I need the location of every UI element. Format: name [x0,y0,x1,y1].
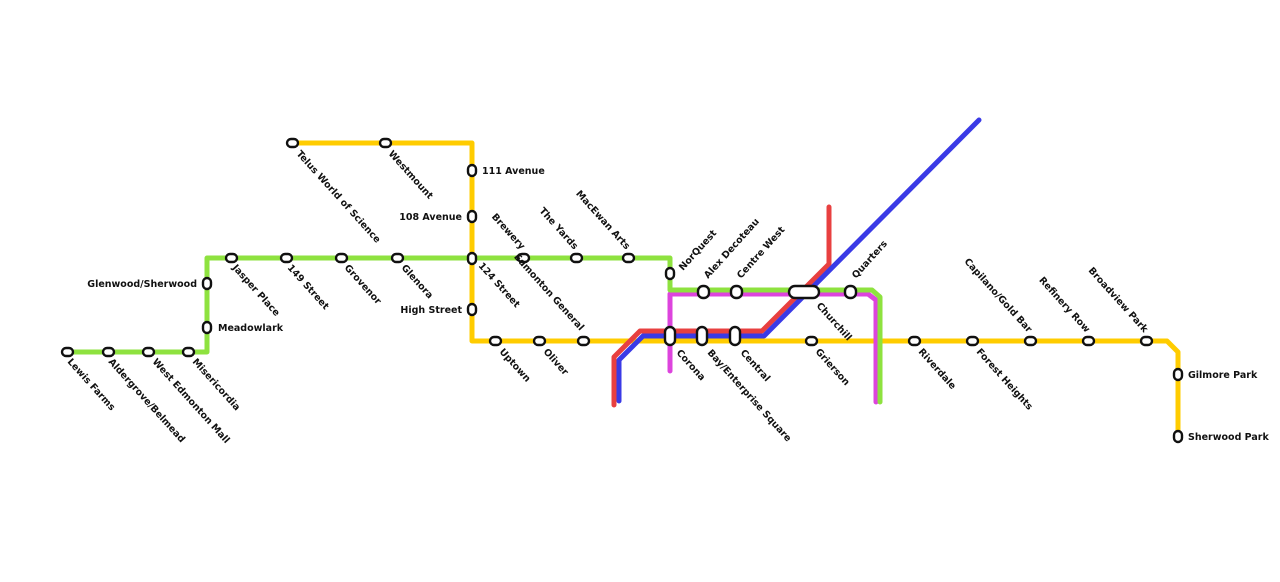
station-label-sherwood-park: Sherwood Park [1188,432,1269,443]
station-churchill[interactable] [787,284,821,300]
station-lewis-farms[interactable] [60,346,75,358]
station-label-corona: Corona [674,348,708,384]
station-label-meadowlark: Meadowlark [218,323,284,334]
station-label-high-street: High Street [400,305,462,316]
station-quarters[interactable] [843,284,858,300]
station-oliver[interactable] [532,335,547,347]
station-label-capilano-gold-bar: Capilano/Gold Bar [962,256,1035,335]
station-label-telus-world-of-science: Telus World of Science [294,149,383,246]
station-label-jasper-place: Jasper Place [229,262,282,319]
station-label-riverdale: Riverdale [916,347,958,392]
station-label-grovenor: Grovenor [342,263,384,307]
station-label-west-edmonton-mall: West Edmonton Mall [150,357,232,446]
station-124-street[interactable] [466,251,478,266]
station-label-glenora: Glenora [399,263,435,301]
station-meadowlark[interactable] [201,320,213,335]
station-label-broadview-park: Broadview Park [1086,265,1151,335]
station-grierson[interactable] [804,335,819,347]
station-alex-decoteau[interactable] [696,284,711,300]
station-misericordia[interactable] [181,346,196,358]
station-label-108-avenue: 108 Avenue [399,212,462,223]
station-label-central: Central [738,348,772,384]
station-label-edmonton-general: Edmonton General [511,252,586,333]
station-high-street[interactable] [466,302,478,317]
station-label-gilmore-park: Gilmore Park [1188,370,1258,381]
station-uptown[interactable] [488,335,503,347]
station-refinery-row[interactable] [1081,335,1096,347]
route-magenta [667,291,879,405]
station-brewery[interactable] [516,252,531,264]
station-norquest[interactable] [664,266,676,281]
station-gilmore-park[interactable] [1172,367,1184,382]
station-label-brewery: Brewery [489,212,527,253]
station-label-macewan-arts: MacEwan Arts [573,189,632,253]
station-label-124-street: 124 Street [476,261,522,311]
station-glenora[interactable] [390,252,405,264]
station-broadview-park[interactable] [1139,335,1154,347]
station-the-yards[interactable] [569,252,584,264]
station-label-refinery-row: Refinery Row [1036,275,1092,335]
station-grovenor[interactable] [334,252,349,264]
station-label-forest-heights: Forest Heights [974,347,1035,413]
station-centre-west[interactable] [729,284,744,300]
station-bay-enterprise-square[interactable] [695,325,709,347]
station-riverdale[interactable] [907,335,922,347]
station-sherwood-park[interactable] [1172,429,1184,444]
station-central[interactable] [728,325,742,347]
station-label-aldergrove-belmead: Aldergrove/Belmead [106,357,187,445]
station-forest-heights[interactable] [965,335,980,347]
route-yellow [290,140,1181,440]
station-label-111-avenue: 111 Avenue [482,166,545,177]
station-jasper-place[interactable] [224,252,239,264]
station-label-grierson: Grierson [813,347,852,389]
station-108-avenue[interactable] [466,209,478,224]
route-blue [616,117,982,404]
station-corona[interactable] [663,325,677,347]
station-label-uptown: Uptown [497,347,533,385]
station-telus-world-of-science[interactable] [285,137,300,149]
station-label-alex-decoteau: Alex Decoteau [702,216,762,281]
station-label-churchill: Churchill [814,301,854,344]
station-label-westmount: Westmount [386,149,435,202]
station-label-oliver: Oliver [541,347,571,378]
station-westmount[interactable] [378,137,393,149]
station-edmonton-general[interactable] [576,335,591,347]
station-label-the-yards: The Yards [537,206,581,253]
station-west-edmonton-mall[interactable] [141,346,156,358]
station-label-149-street: 149 Street [285,263,331,313]
station-glenwood-sherwood[interactable] [201,276,213,291]
station-149-street[interactable] [279,252,294,264]
station-macewan-arts[interactable] [621,252,636,264]
station-capilano-gold-bar[interactable] [1023,335,1038,347]
station-111-avenue[interactable] [466,163,478,178]
station-label-glenwood-sherwood: Glenwood/Sherwood [87,279,197,290]
station-aldergrove-belmead[interactable] [101,346,116,358]
